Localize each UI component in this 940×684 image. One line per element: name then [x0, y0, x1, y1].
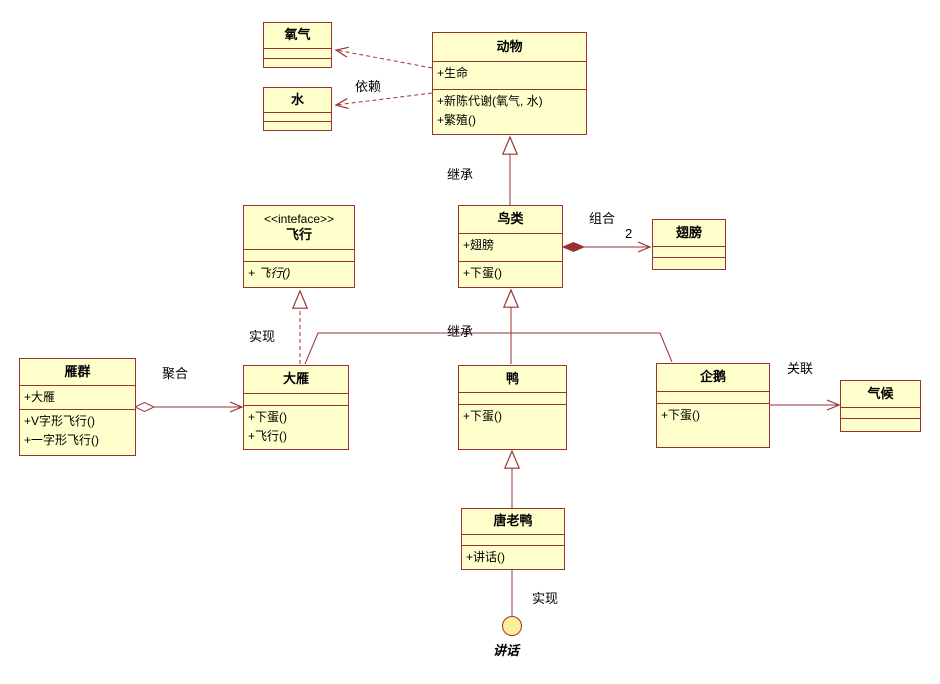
method: +V字形飞行(): [24, 414, 96, 428]
methods-compartment: +下蛋(): [657, 404, 769, 447]
class-box-goose-flock[interactable]: 雁群 +大雁 +V字形飞行() +一字形飞行(): [19, 358, 136, 456]
attribute: +生命: [437, 66, 469, 80]
methods-compartment: [264, 59, 331, 67]
methods-compartment: +下蛋() +飞行(): [244, 406, 348, 449]
method: +下蛋(): [661, 408, 701, 422]
class-box-climate[interactable]: 气候: [840, 380, 921, 432]
methods-compartment: + 飞行(): [244, 262, 354, 287]
class-title: 气候: [841, 381, 920, 408]
method: +飞行(): [248, 429, 288, 443]
method: +下蛋(): [248, 410, 288, 424]
class-box-animal[interactable]: 动物 +生命 +新陈代谢(氧气, 水) +繁殖(): [432, 32, 587, 135]
attributes-compartment: [264, 113, 331, 122]
class-box-duck[interactable]: 鸭 +下蛋(): [458, 365, 567, 450]
attributes-compartment: +生命: [433, 62, 586, 90]
methods-compartment: [264, 122, 331, 130]
interface-name: 飞行: [285, 226, 312, 242]
class-title: 氧气: [264, 23, 331, 49]
class-box-bird[interactable]: 鸟类 +翅膀 +下蛋(): [458, 205, 563, 288]
class-box-wing[interactable]: 翅膀: [652, 219, 726, 270]
method: +下蛋(): [463, 266, 503, 280]
lollipop-interface-label: 讲话: [493, 643, 520, 658]
attribute: +翅膀: [463, 238, 495, 252]
attributes-compartment: [264, 49, 331, 59]
association-label: 关联: [787, 361, 814, 376]
class-box-donald-duck[interactable]: 唐老鸭 +讲话(): [461, 508, 565, 570]
attributes-compartment: [462, 535, 564, 546]
realize-label-bottom: 实现: [532, 591, 559, 606]
methods-compartment: +讲话(): [462, 546, 564, 569]
methods-compartment: +V字形飞行() +一字形飞行(): [20, 410, 135, 455]
methods-compartment: +下蛋(): [459, 262, 562, 287]
class-title: 翅膀: [653, 220, 725, 247]
generalization-branch-line: [304, 332, 673, 365]
attributes-compartment: [653, 247, 725, 258]
attributes-compartment: +翅膀: [459, 234, 562, 262]
class-title: 动物: [433, 33, 586, 62]
multiplicity-label: 2: [625, 226, 633, 241]
class-box-wild-goose[interactable]: 大雁 +下蛋() +飞行(): [243, 365, 349, 450]
methods-compartment: +新陈代谢(氧气, 水) +繁殖(): [433, 90, 586, 134]
class-box-oxygen[interactable]: 氧气: [263, 22, 332, 68]
class-title: 大雁: [244, 366, 348, 394]
composition-label: 组合: [589, 211, 616, 226]
dependency-arrow-animal-water: [334, 92, 433, 110]
attributes-compartment: [244, 250, 354, 262]
interface-title: <<inteface>> 飞行: [244, 206, 354, 250]
attributes-compartment: [459, 393, 566, 405]
method: +讲话(): [466, 550, 506, 564]
class-box-water[interactable]: 水: [263, 87, 332, 131]
methods-compartment: [653, 258, 725, 269]
method: +繁殖(): [437, 113, 477, 127]
class-title: 鸭: [459, 366, 566, 393]
stereotype-label: <<inteface>>: [263, 211, 335, 226]
methods-compartment: +下蛋(): [459, 405, 566, 449]
inherit-label-top: 继承: [447, 167, 474, 182]
class-title: 水: [264, 88, 331, 113]
class-box-penguin[interactable]: 企鹅 +下蛋(): [656, 363, 770, 448]
method: +一字形飞行(): [24, 433, 100, 447]
method: +下蛋(): [463, 409, 503, 423]
method: + 飞行(): [248, 266, 291, 280]
class-title: 雁群: [20, 359, 135, 386]
aggregation-label: 聚合: [162, 366, 189, 381]
attributes-compartment: [841, 408, 920, 419]
method: +新陈代谢(氧气, 水): [437, 94, 543, 108]
attributes-compartment: [244, 394, 348, 406]
interface-box-fly[interactable]: <<inteface>> 飞行 + 飞行(): [243, 205, 355, 288]
class-title: 鸟类: [459, 206, 562, 234]
dependency-arrow-animal-oxygen: [334, 46, 433, 69]
attributes-compartment: [657, 392, 769, 404]
attributes-compartment: +大雁: [20, 386, 135, 410]
inherit-label-bottom: 继承: [447, 324, 474, 339]
methods-compartment: [841, 419, 920, 431]
class-title: 企鹅: [657, 364, 769, 392]
lollipop-interface-circle: [502, 616, 522, 636]
class-title: 唐老鸭: [462, 509, 564, 535]
realize-label-left: 实现: [249, 329, 276, 344]
attribute: +大雁: [24, 390, 56, 404]
dependency-label: 依赖: [355, 79, 382, 94]
